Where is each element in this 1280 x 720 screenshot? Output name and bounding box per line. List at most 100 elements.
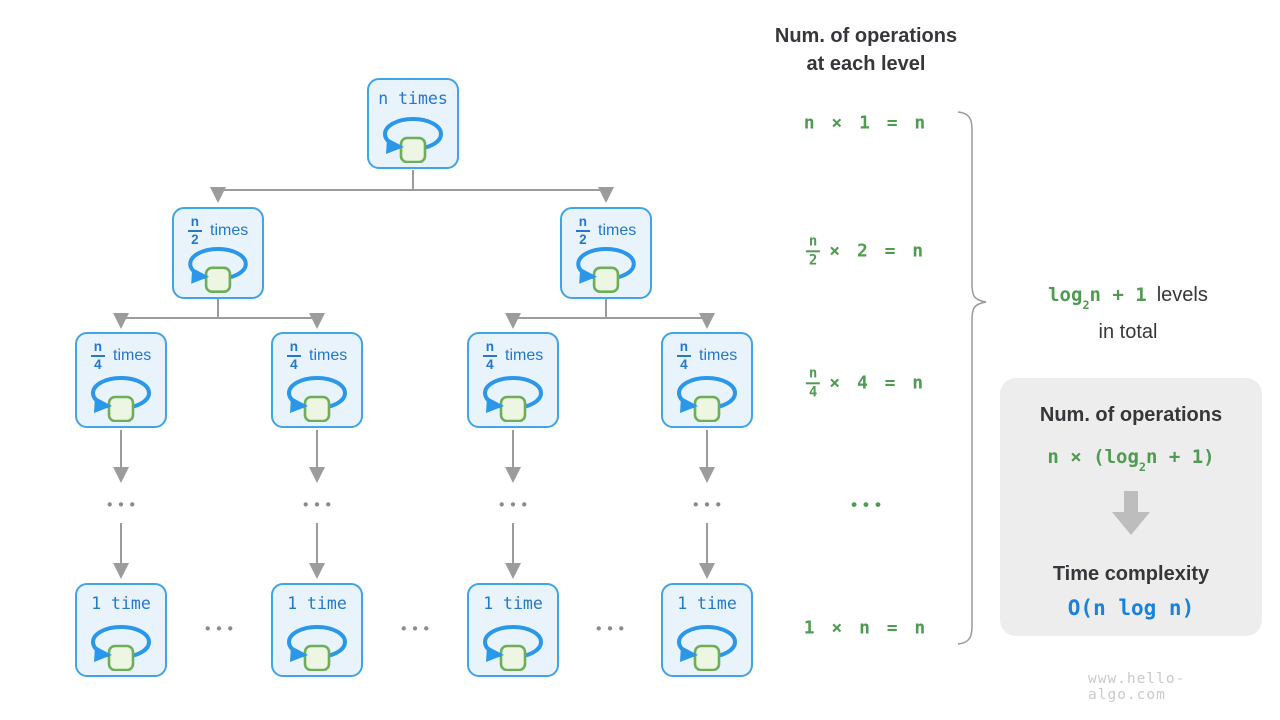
fraction-numerator: n: [679, 339, 688, 354]
watermark: www.hello-algo.com: [1088, 671, 1186, 703]
ops-column-title-line1: Num. of operations: [774, 25, 958, 47]
node-label: 1 time: [677, 594, 737, 613]
summary-time-heading: Time complexity: [1052, 562, 1210, 585]
fraction-denominator: 2: [576, 230, 590, 247]
equation-text: × 2 = n: [829, 240, 927, 262]
horizontal-ellipsis: •••: [205, 620, 239, 638]
summary-box: Num. of operations n × (log2n + 1) Time …: [1000, 378, 1262, 636]
tree-node-leaf-4: 1 time: [661, 583, 753, 677]
times-label: times: [598, 222, 637, 240]
levels-total-line2: in total: [1098, 320, 1158, 343]
summary-ops-heading: Num. of operations: [1039, 404, 1223, 426]
formula-post: n + 1): [1145, 446, 1215, 468]
vertical-ellipsis: •••: [693, 496, 727, 514]
ops-equation-level-1: n × 1 = n: [804, 113, 929, 134]
loop-icon: [576, 247, 636, 293]
levels-brace: [957, 111, 987, 645]
fraction-denominator: 4: [805, 382, 821, 400]
loop-icon: [483, 625, 543, 671]
ops-column-title: Num. of operations at each level: [726, 22, 1006, 78]
vertical-ellipsis: •••: [107, 496, 141, 514]
fraction-numerator: n: [578, 214, 587, 229]
summary-ops-formula: n × (log2n + 1): [1047, 444, 1214, 477]
formula-pre: n × (log: [1047, 446, 1139, 468]
times-label: times: [505, 347, 544, 365]
vertical-ellipsis: •••: [499, 496, 533, 514]
vertical-ellipsis: •••: [303, 496, 337, 514]
time-complexity-value: O(n log n): [1067, 595, 1195, 620]
fraction-denominator: 2: [188, 230, 202, 247]
loop-icon: [287, 625, 347, 671]
log-argument: n + 1: [1089, 284, 1147, 306]
horizontal-ellipsis: •••: [596, 620, 630, 638]
tree-node-root: n times: [367, 78, 459, 169]
horizontal-ellipsis: •••: [401, 620, 435, 638]
equation-text: n × 1 = n: [803, 112, 929, 134]
fraction-numerator: n: [485, 339, 494, 354]
node-label: 1 time: [91, 594, 151, 613]
log-text: log: [1048, 284, 1083, 306]
tree-node-leaf-3: 1 time: [467, 583, 559, 677]
times-label: times: [113, 347, 152, 365]
fraction-denominator: 4: [91, 355, 105, 372]
tree-node-leaf-2: 1 time: [271, 583, 363, 677]
tree-node-leaf-1: 1 time: [75, 583, 167, 677]
times-label: times: [699, 347, 738, 365]
ops-column-title-line2: at each level: [806, 53, 926, 75]
down-arrow-icon: [1112, 490, 1150, 535]
loop-icon: [677, 376, 737, 422]
loop-icon: [91, 376, 151, 422]
loop-icon: [483, 376, 543, 422]
fraction-numerator: n: [190, 214, 199, 229]
loop-icon: [287, 376, 347, 422]
log-subscript: 2: [1082, 297, 1090, 312]
equation-text: 1 × n = n: [803, 617, 929, 639]
fraction-denominator: 4: [677, 355, 691, 372]
fraction-denominator: 4: [483, 355, 497, 372]
levels-total-label: log2n + 1 levels in total: [998, 280, 1258, 347]
loop-icon: [383, 117, 443, 163]
fraction-numerator: n: [808, 233, 818, 250]
fraction-numerator: n: [289, 339, 298, 354]
ops-ellipsis: •••: [851, 495, 887, 514]
levels-word: levels: [1156, 284, 1208, 306]
log-formula: log2n + 1: [1048, 284, 1147, 312]
times-label: times: [309, 347, 348, 365]
loop-icon: [91, 625, 151, 671]
ops-equation-level-last: 1 × n = n: [804, 618, 929, 639]
fraction-numerator: n: [808, 365, 818, 382]
node-label: 1 time: [483, 594, 543, 613]
times-label: times: [210, 222, 249, 240]
loop-icon: [188, 247, 248, 293]
fraction-denominator: 2: [805, 250, 821, 268]
node-label: 1 time: [287, 594, 347, 613]
node-label: n times: [378, 89, 448, 108]
loop-icon: [677, 625, 737, 671]
levels-total-line1: log2n + 1 levels: [998, 280, 1258, 317]
equation-text: × 4 = n: [829, 372, 927, 394]
fraction-denominator: 4: [287, 355, 301, 372]
fraction-numerator: n: [93, 339, 102, 354]
